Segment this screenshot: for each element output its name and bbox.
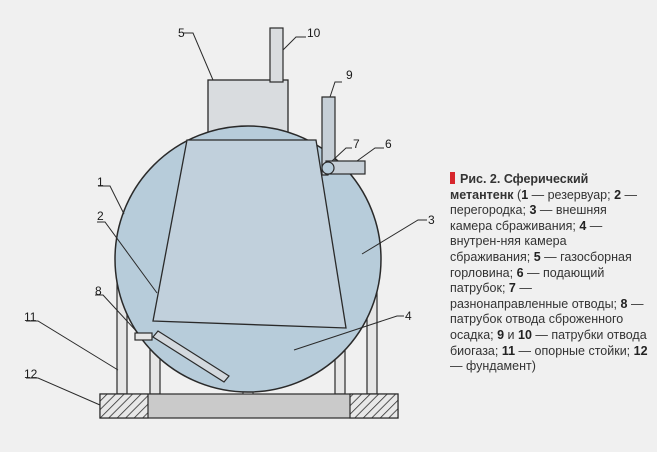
label-3: 3 [428, 213, 435, 227]
label-2: 2 [97, 209, 104, 223]
sludge-outlet-stub [134, 332, 153, 341]
label-9: 9 [346, 68, 353, 82]
leader-5 [183, 32, 214, 81]
foundation [99, 393, 399, 419]
label-7: 7 [353, 137, 360, 151]
caption-num: 8 [620, 296, 628, 311]
caption-num: 7 [508, 281, 516, 296]
leader-11 [26, 320, 119, 371]
caption-text: газосборная горловина; [450, 249, 632, 280]
metantank-diagram: 5 10 9 7 6 1 2 3 4 8 11 12 [24, 26, 435, 419]
foundation-hatch-right [349, 393, 399, 419]
leader-6 [356, 147, 384, 162]
sludge-outlet-pipe [152, 330, 230, 383]
label-6: 6 [385, 137, 392, 151]
figure-caption: Рис. 2. Сферический метантенк (1 — резер… [450, 172, 648, 374]
bent-outlets [321, 161, 335, 175]
caption-num: 6 [516, 265, 524, 280]
caption-text: подающий патрубок; [450, 265, 605, 296]
caption-title-line2: метантенк [450, 187, 514, 202]
leader-8 [95, 294, 139, 334]
caption-text: фундамент) [465, 359, 536, 374]
caption-num: 11 [501, 343, 516, 358]
caption-num: 2 [614, 187, 622, 202]
caption-num: 1 [521, 187, 529, 202]
label-11: 11 [24, 310, 37, 324]
caption-num: 9 [497, 327, 505, 342]
leader-2 [97, 221, 158, 294]
leader-1 [98, 185, 125, 215]
caption-text: резервуар; [547, 187, 611, 202]
caption-title-line1: Рис. 2. Сферический [460, 172, 589, 186]
label-5: 5 [178, 26, 185, 40]
leader-12 [26, 377, 101, 406]
leader-4 [293, 315, 404, 351]
caption-text: патрубок отвода сброженного осадка; [450, 312, 624, 342]
caption-conjunction: и [507, 327, 515, 342]
caption-num: 5 [533, 249, 541, 264]
partition [152, 139, 347, 329]
caption-num: 4 [579, 218, 587, 233]
caption-text: перегородка; [450, 203, 526, 218]
caption-num: 12 [633, 343, 648, 358]
caption-marker [450, 172, 455, 184]
label-4: 4 [405, 309, 412, 323]
label-12: 12 [24, 367, 38, 381]
leader-7 [331, 147, 352, 162]
foundation-hatch-left [99, 393, 149, 419]
label-8: 8 [95, 284, 102, 298]
label-1: 1 [97, 175, 104, 189]
leader-lines [26, 32, 427, 406]
caption-num: 3 [529, 203, 537, 218]
caption-text: опорные стойки; [534, 343, 631, 358]
biogas-pipe-10 [269, 27, 284, 83]
caption-text: патрубки отвода биогаза; [450, 327, 647, 358]
leader-9 [329, 81, 342, 98]
leader-3 [361, 219, 427, 255]
leader-10 [282, 36, 306, 51]
caption-text: внешняя камера сбраживания; [450, 203, 607, 233]
caption-num: 10 [518, 327, 532, 342]
caption-text: внутрен-­няя камера сбраживания; [450, 234, 567, 264]
caption-text: разнонаправленные отводы; [450, 296, 618, 311]
label-10: 10 [307, 26, 321, 40]
